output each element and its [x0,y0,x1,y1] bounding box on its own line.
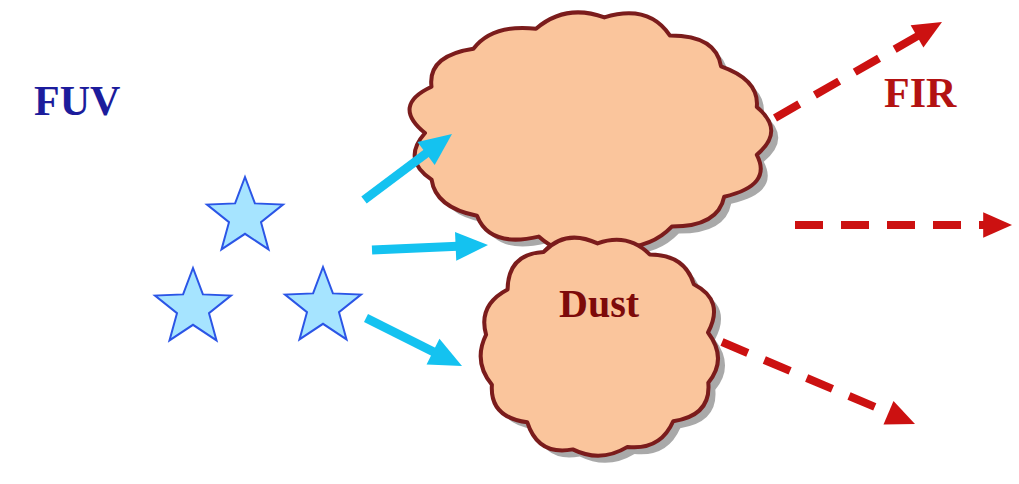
star-symbol [207,177,283,249]
fir-arrow [722,342,915,425]
upper-cloud [410,12,772,253]
fuv-label: FUV [34,80,120,122]
fuv-arrow [364,134,452,200]
dust-cloud: Dust [468,222,730,466]
fuv-arrow [366,318,462,366]
fuv-arrow [372,232,488,261]
cloud-outline [468,222,730,466]
node-label: Dust [559,284,639,324]
star-symbol [285,267,361,339]
fir-arrow [795,212,1012,238]
star-symbol [155,268,231,340]
fir-label: FIR [884,72,956,114]
cloud-shape [481,238,718,456]
